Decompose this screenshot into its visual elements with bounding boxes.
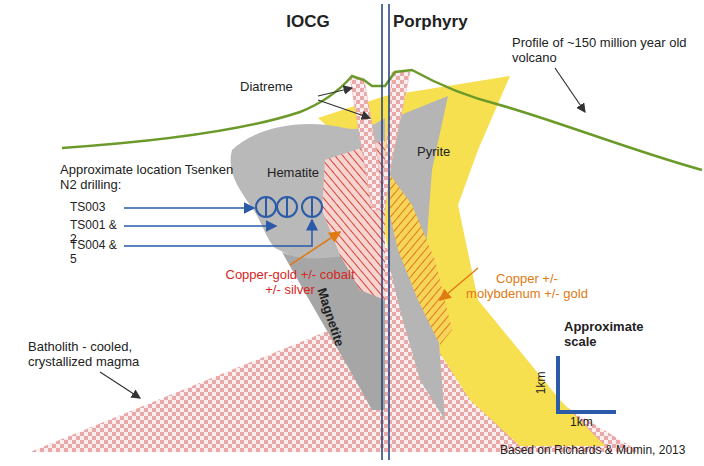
drill-label: TS003 xyxy=(70,201,125,215)
divider xyxy=(381,4,383,460)
leader-line xyxy=(290,232,340,265)
drill-label: TS004 & 5 xyxy=(70,239,125,267)
scale-label: 1km xyxy=(570,416,610,430)
scale-label: Approximate scale xyxy=(564,320,644,350)
part-label: Profile of ~150 million year old volcano xyxy=(512,36,702,66)
porphyry-ore-zone xyxy=(390,175,452,345)
part-label: Diatreme xyxy=(240,80,320,95)
part-label: Batholith - cooled, crystallized magma xyxy=(28,340,198,370)
ore-label: Copper +/- molybdenum +/- gold xyxy=(462,272,592,302)
pyrite-zone xyxy=(318,76,605,446)
scale-bar xyxy=(558,356,616,412)
zone-label: Hematite xyxy=(267,166,337,181)
scale-label: 1km xyxy=(535,363,549,403)
caption: Based on Richards & Mumin, 2013 xyxy=(500,444,685,458)
heading: Porphyry xyxy=(393,12,483,32)
drill-holes xyxy=(256,197,322,217)
note: Approximate location Tsenken N2 drilling… xyxy=(60,163,245,193)
diatreme-pipe xyxy=(380,72,410,210)
leader-lines xyxy=(100,68,585,398)
diatreme-pipe xyxy=(350,78,382,210)
leader-lines xyxy=(124,208,312,246)
ore-label: Copper-gold +/- cobalt +/- silver xyxy=(225,268,355,298)
heading: IOCG xyxy=(278,12,338,32)
divider xyxy=(388,4,390,460)
zone-label: Pyrite xyxy=(417,145,477,160)
